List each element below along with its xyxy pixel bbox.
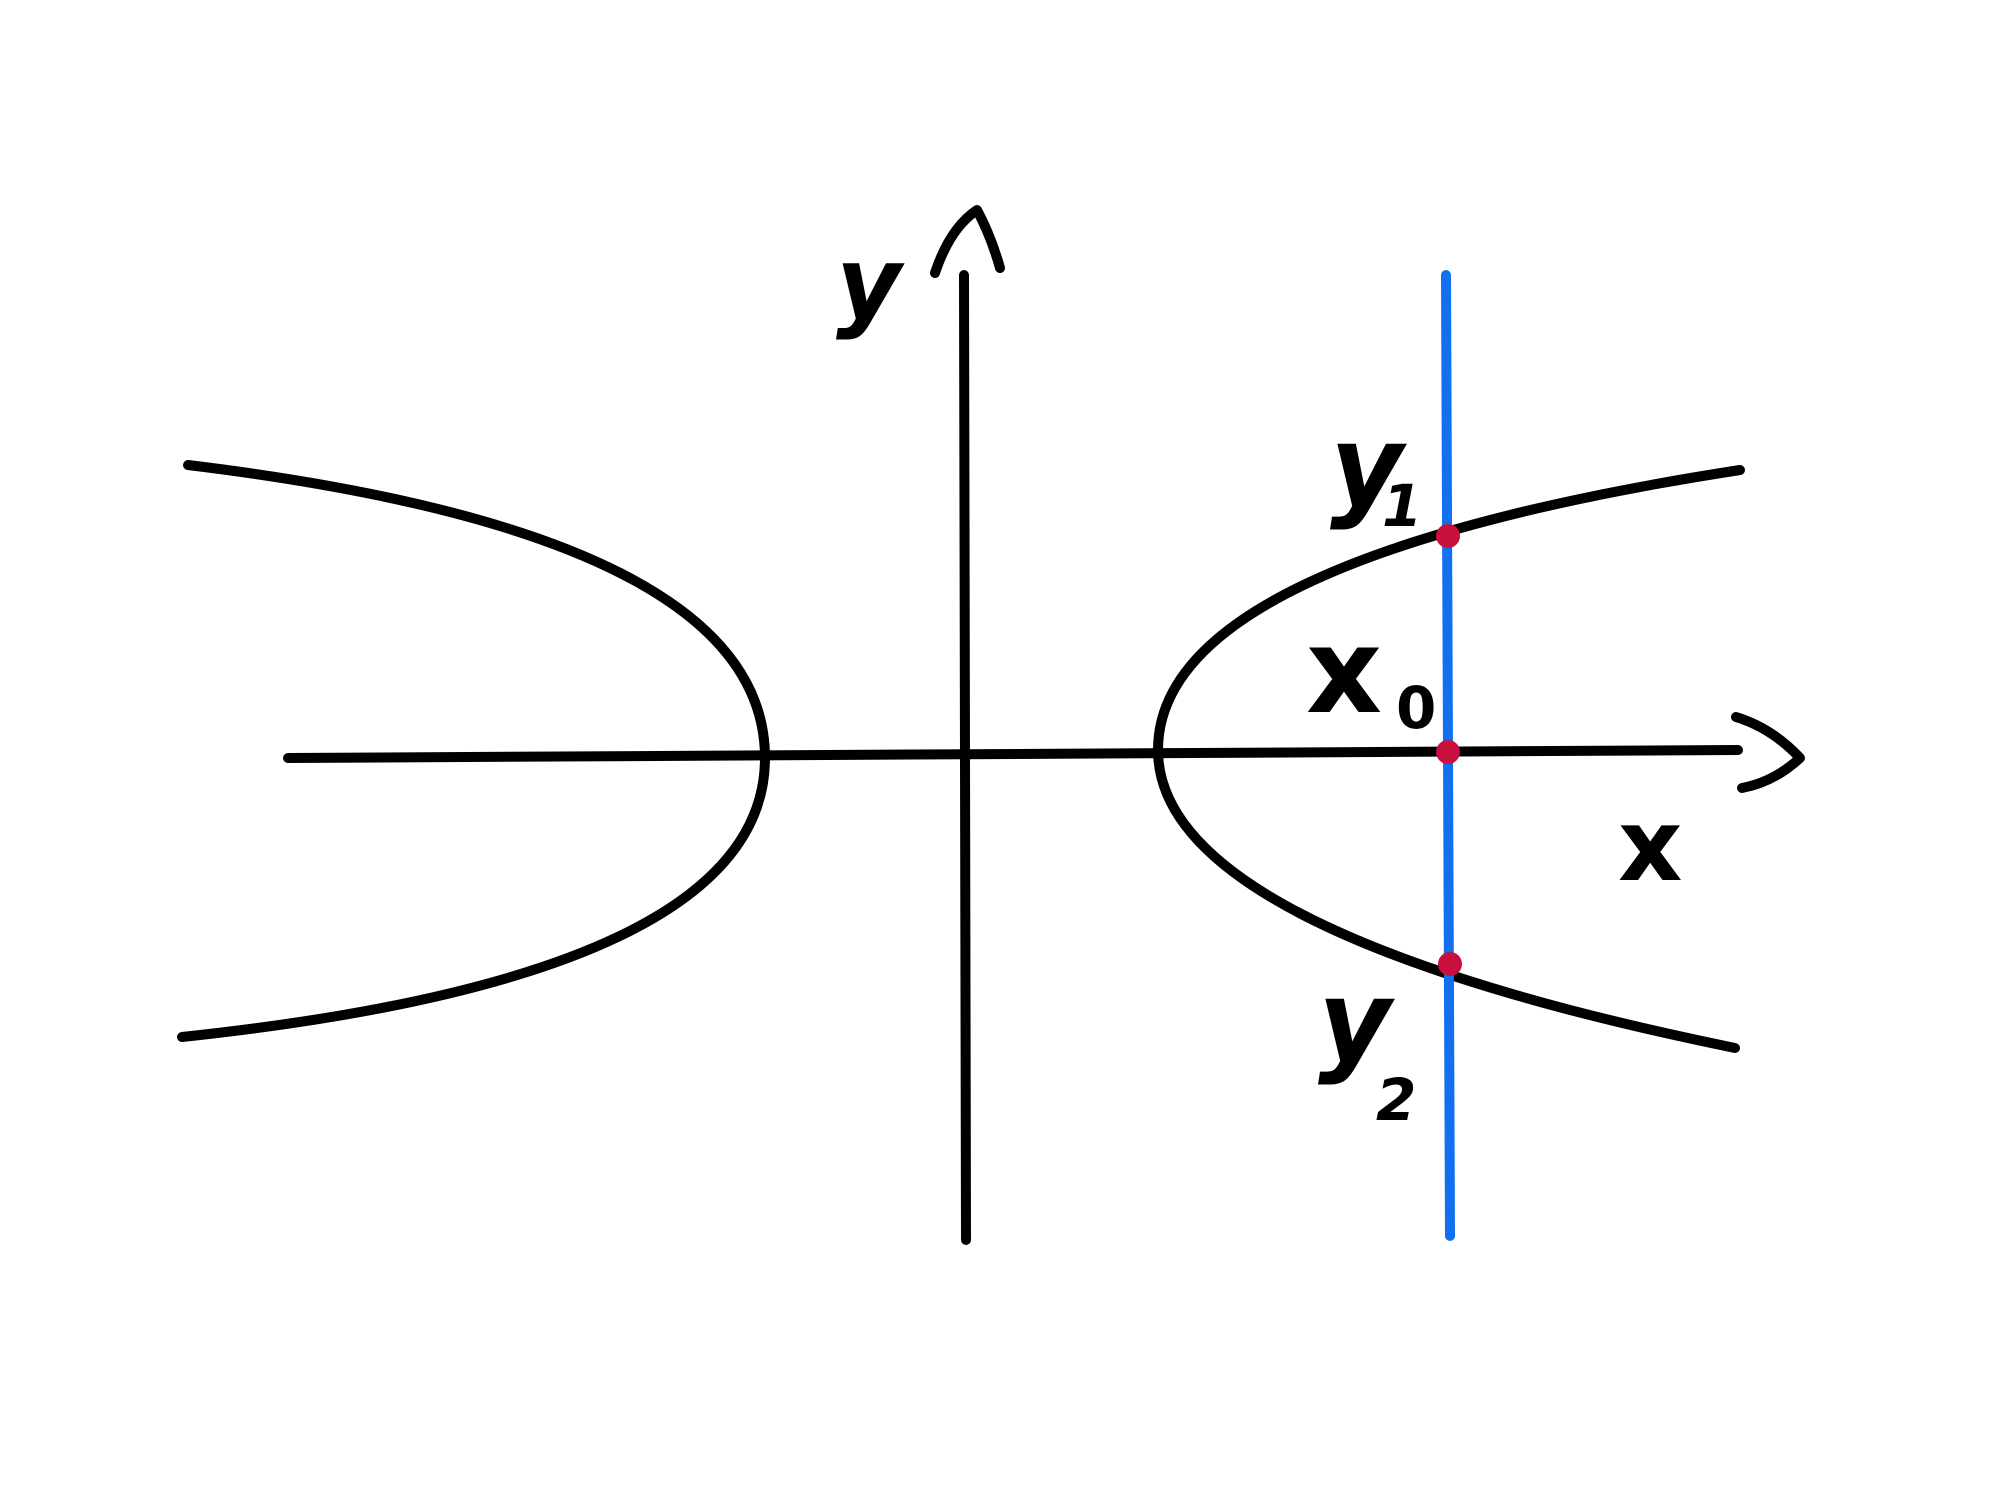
y-axis-label: y <box>836 225 905 342</box>
y-axis-arrow-icon <box>930 205 1005 278</box>
point-y1 <box>1436 524 1460 548</box>
y1-label-main: y <box>1330 402 1407 532</box>
y1-label-subscript: 1 <box>1382 472 1422 540</box>
x-axis-arrow-icon <box>1731 712 1805 793</box>
x-axis-label: x <box>1618 787 1683 904</box>
hyperbola-left-branch <box>177 460 770 1042</box>
hyperbola-right-branch <box>1153 465 1745 1053</box>
point-x0 <box>1436 740 1460 764</box>
x-axis-line <box>283 745 1743 763</box>
y2-label: y 2 <box>1318 957 1416 1134</box>
point-y2 <box>1438 952 1462 976</box>
y2-label-main: y <box>1318 957 1395 1087</box>
y-axis-line <box>959 270 971 1245</box>
x0-label-subscript: 0 <box>1396 674 1436 742</box>
y1-label: y 1 <box>1330 402 1422 540</box>
y2-label-subscript: 2 <box>1376 1066 1416 1134</box>
x0-label-main: x <box>1306 602 1382 740</box>
x0-label: x 0 <box>1306 602 1436 742</box>
